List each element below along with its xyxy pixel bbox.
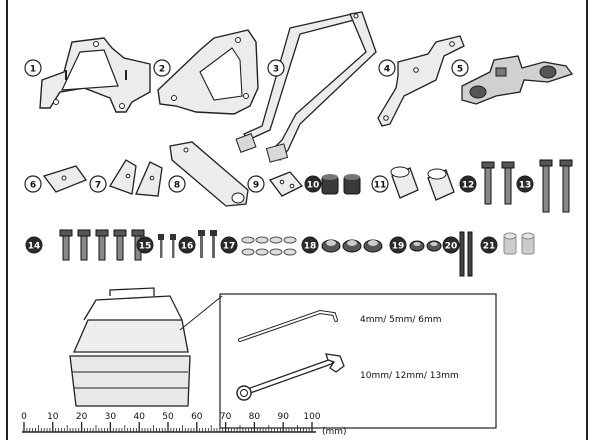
badge-6-label: 6 [30,181,36,191]
badge-19: 19 [389,236,407,254]
badge-11-label: 11 [374,181,387,191]
badge-18-label: 18 [304,242,317,252]
badge-7-label: 7 [95,181,101,191]
part-19-nuts [409,240,442,252]
ruler-tick-label: 50 [162,412,174,422]
badge-4: 4 [378,59,396,77]
ruler-labels: 0 10 20 30 40 50 60 70 80 90 100 [21,412,321,422]
ruler-tick-label: 10 [47,412,59,422]
part-8-channel [169,141,249,207]
badge-20-label: 20 [445,242,458,252]
badge-5-label: 5 [457,65,463,75]
badge-2: 2 [153,59,171,77]
badge-15: 15 [136,236,154,254]
part-2-plate [157,29,259,115]
badge-10-label: 10 [307,181,320,191]
badge-17: 17 [220,236,238,254]
part-3-struts [235,11,377,163]
badge-4-label: 4 [384,65,390,75]
badge-14-label: 14 [28,242,41,252]
ruler [22,422,316,433]
badge-12: 12 [459,175,477,193]
badge-8-label: 8 [174,181,180,191]
part-17-washers [241,236,297,256]
ruler-tick-label: 70 [220,412,232,422]
part-1-bracket [39,37,151,113]
part-6-shim [42,165,88,193]
badge-12-label: 12 [462,181,475,191]
part-7-wedges [109,159,163,197]
part-21-caps [503,232,535,255]
part-5-bracket [461,55,574,105]
allen-key-sizes: 4mm/ 5mm/ 6mm [360,315,442,325]
badge-21-label: 21 [483,242,496,252]
part-4-bracket [377,35,465,127]
badge-2-label: 2 [159,65,165,75]
badge-21: 21 [480,236,498,254]
badge-14: 14 [25,236,43,254]
allen-key-icon [238,309,338,342]
badge-17-label: 17 [223,242,236,252]
badge-8: 8 [168,175,186,193]
part-13-bolts [539,159,573,213]
badge-1: 1 [24,59,42,77]
part-11-bushings [390,166,455,201]
part-15-screws [158,234,176,258]
badge-3: 3 [267,59,285,77]
badge-6: 6 [24,175,42,193]
part-12-bolts [481,161,515,205]
badge-13: 13 [516,175,534,193]
badge-10: 10 [304,175,322,193]
ruler-tick-label: 40 [133,412,145,422]
ruler-unit: (mm) [322,427,347,437]
part-10-spacers [321,174,361,195]
wrench-sizes: 10mm/ 12mm/ 13mm [360,371,459,381]
badge-15-label: 15 [139,242,152,252]
badge-18: 18 [301,236,319,254]
badge-13-label: 13 [519,181,532,191]
badge-7: 7 [89,175,107,193]
part-20-threaded-rods [459,231,473,277]
part-18-nuts [321,239,383,253]
ruler-tick-label: 20 [76,412,88,422]
toolbox [69,287,191,407]
tools-panel [219,293,497,429]
badge-3-label: 3 [273,65,279,75]
badge-16-label: 16 [181,242,194,252]
wrench-icon [236,353,345,401]
part-16-screws [198,230,217,258]
ruler-tick-label: 60 [191,412,203,422]
part-9-plate [268,171,304,197]
badge-5: 5 [451,59,469,77]
badge-16: 16 [178,236,196,254]
badge-1-label: 1 [30,65,36,75]
ruler-tick-label: 0 [21,412,27,422]
toolbox-callout-line [179,295,223,331]
part-14-bolts [59,229,145,261]
badge-20: 20 [442,236,460,254]
ruler-tick-label: 30 [105,412,117,422]
ruler-tick-label: 100 [303,412,320,422]
badge-19-label: 19 [392,242,405,252]
badge-9: 9 [247,175,265,193]
badge-9-label: 9 [253,181,259,191]
diagram-frame [6,0,588,440]
ruler-tick-label: 90 [277,412,289,422]
ruler-tick-label: 80 [249,412,261,422]
badge-11: 11 [371,175,389,193]
